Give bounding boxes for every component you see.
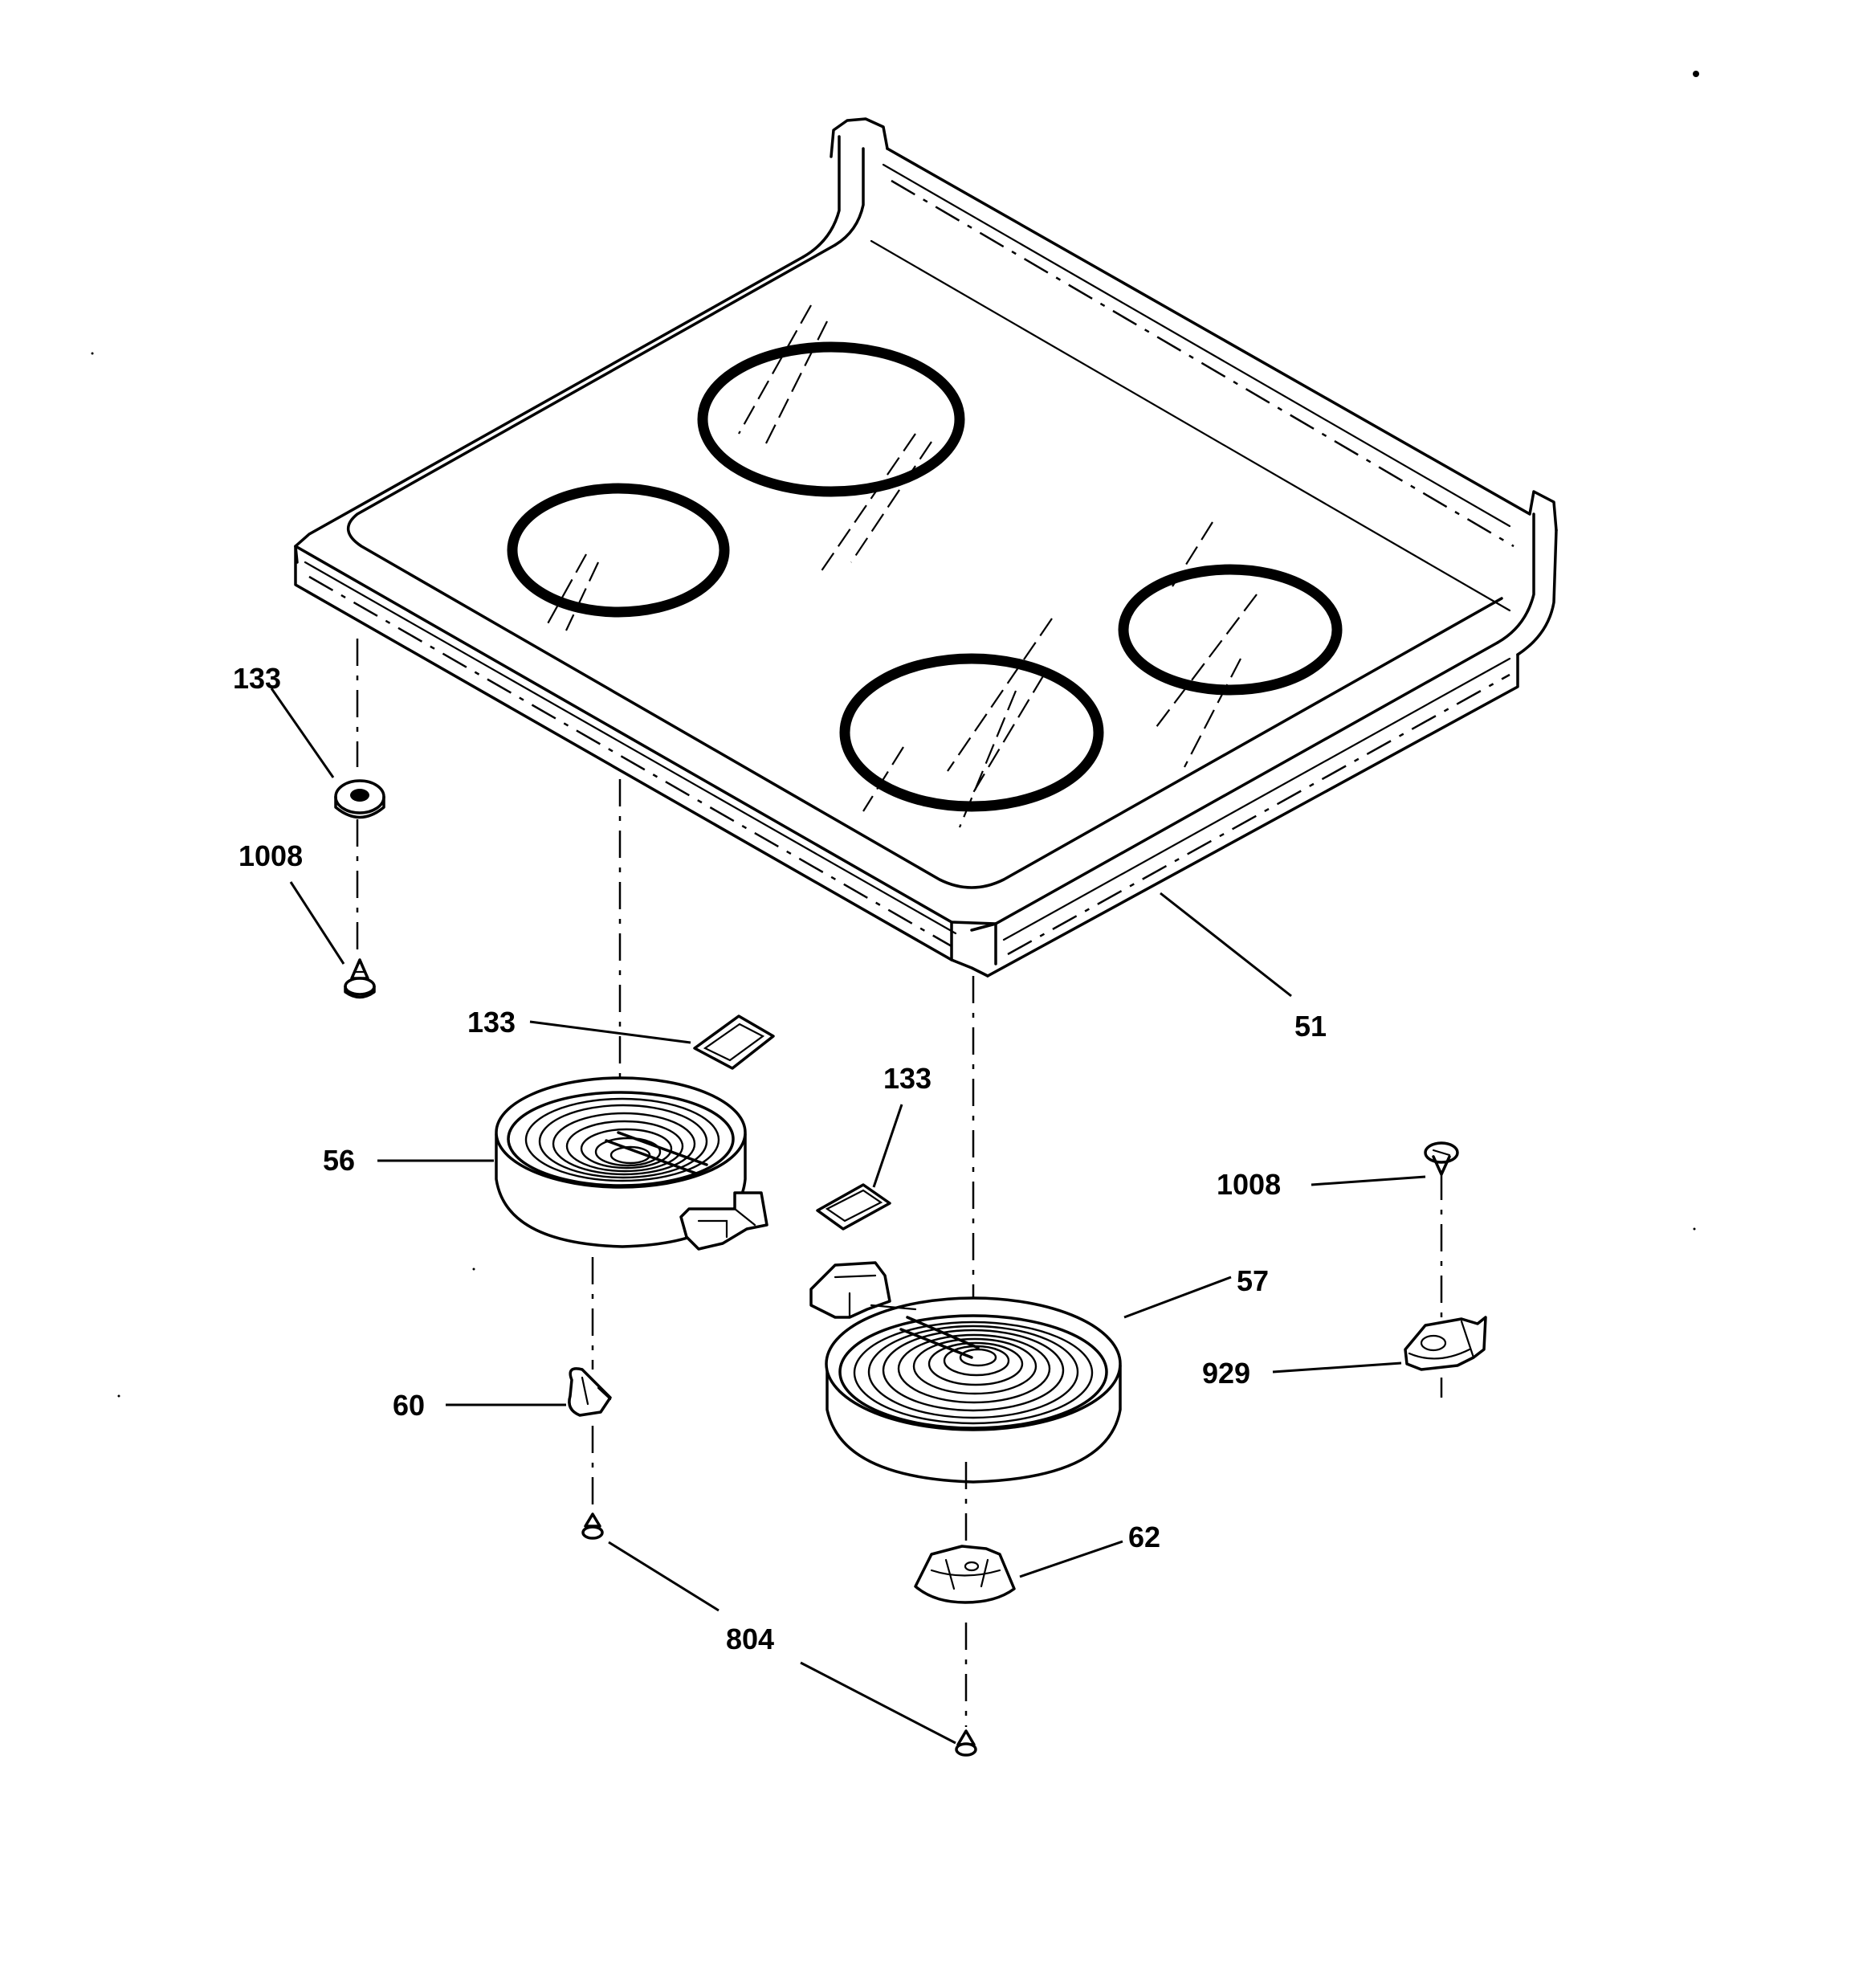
screw-right-part: [1424, 1141, 1459, 1176]
part-label-56: 56: [323, 1144, 355, 1177]
burner-ring-right: [1118, 564, 1343, 696]
burner-ring-front-center-large: [839, 653, 1104, 812]
bracket-62: [914, 1545, 1016, 1604]
part-label-133-pad-upper: 133: [467, 1006, 516, 1039]
part-label-60: 60: [393, 1389, 425, 1422]
part-label-51: 51: [1294, 1010, 1327, 1043]
burner-ring-front-left: [507, 483, 730, 618]
scan-specks: [91, 71, 1699, 1398]
part-label-1008-right: 1008: [1217, 1168, 1281, 1201]
radiant-element-57: [809, 1261, 1122, 1484]
cooktop-glass-top: [294, 117, 1558, 978]
thermal-pad-upper: [693, 1014, 775, 1070]
glass-reflection-lines: [545, 304, 1258, 828]
screw-804-lower: [955, 1729, 977, 1757]
part-label-62: 62: [1128, 1521, 1160, 1553]
radiant-element-56: [495, 1076, 768, 1251]
part-label-133-spacer: 133: [233, 662, 281, 695]
thermal-pad-lower: [816, 1183, 891, 1231]
spacer-round-part: [334, 779, 385, 819]
part-label-804: 804: [726, 1623, 774, 1655]
part-label-1008-left: 1008: [238, 839, 303, 872]
part-label-133-pad-lower: 133: [883, 1062, 932, 1095]
burner-ring-rear-left-large: [697, 341, 965, 497]
screw-804-upper: [581, 1512, 604, 1540]
part-label-57: 57: [1237, 1264, 1269, 1297]
part-labels: 51 56 57 60 62 804 929 133 133 133 1008 …: [233, 662, 1327, 1655]
screw-left-part: [344, 958, 376, 999]
clip-60: [568, 1367, 612, 1417]
bracket-929: [1404, 1316, 1487, 1371]
leader-lines: [270, 688, 1426, 1745]
part-label-929: 929: [1202, 1357, 1250, 1390]
